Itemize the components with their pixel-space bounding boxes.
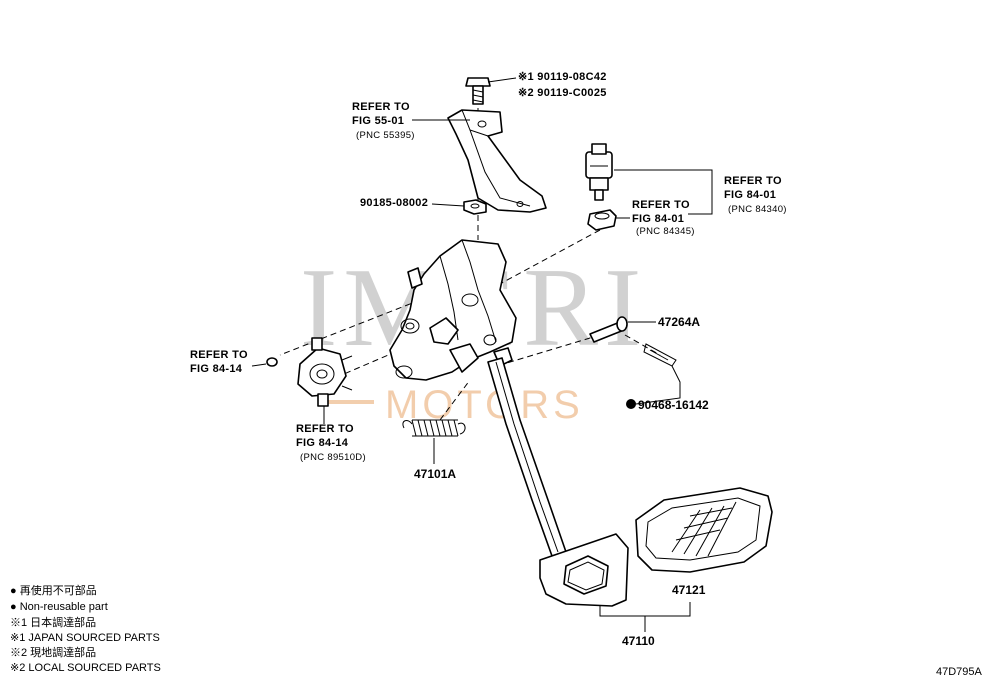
label-refer-8414-left-1: REFER TO: [190, 349, 248, 361]
legend-line-5: ※2 現地調達部品: [10, 645, 96, 659]
label-47121: 47121: [672, 583, 706, 597]
bolt-icon[interactable]: [465, 77, 491, 105]
non-reusable-marker-icon: [626, 399, 636, 409]
label-nut-90185: 90185-08002: [360, 197, 428, 209]
label-refer-55-pnc: (PNC 55395): [356, 130, 415, 141]
stroke-sensor-icon[interactable]: [297, 337, 353, 407]
label-refer-84340-1: REFER TO: [724, 175, 782, 187]
upper-bracket-icon[interactable]: [447, 109, 547, 213]
label-refer-84345-2: FIG 84-01: [632, 213, 684, 225]
label-top-bolt-2: ※2 90119-C0025: [518, 87, 607, 99]
legend-line-6: ※2 LOCAL SOURCED PARTS: [10, 662, 161, 674]
label-refer-8414-sensor-2: FIG 84-14: [296, 437, 349, 449]
label-47101A: 47101A: [414, 467, 456, 481]
legend-line-4: ※1 JAPAN SOURCED PARTS: [10, 632, 160, 644]
label-refer-8414-sensor-1: REFER TO: [296, 423, 354, 435]
pedal-pad-base-icon[interactable]: [539, 533, 629, 607]
diagram-code: 47D795A: [936, 666, 983, 678]
clip-icon[interactable]: [643, 343, 677, 367]
label-refer-84340-2: FIG 84-01: [724, 189, 776, 201]
grommet-icon[interactable]: [587, 209, 617, 231]
watermark-line-left: [318, 400, 374, 404]
label-47110: 47110: [622, 634, 655, 648]
washer-icon[interactable]: [266, 357, 278, 367]
label-refer-55-2: FIG 55-01: [352, 115, 404, 127]
nut-icon[interactable]: [463, 199, 487, 215]
label-refer-84345-pnc: (PNC 84345): [636, 226, 695, 237]
legend-line-2: ● Non-reusable part: [10, 601, 108, 613]
label-refer-8414-sensor-pnc: (PNC 89510D): [300, 452, 366, 463]
label-refer-55-1: REFER TO: [352, 101, 410, 113]
pin-icon[interactable]: [589, 316, 628, 343]
return-spring-icon[interactable]: [402, 419, 466, 437]
pedal-pad-rubber-icon[interactable]: [635, 487, 773, 573]
label-refer-84345-1: REFER TO: [632, 199, 690, 211]
label-47264A: 47264A: [658, 315, 700, 329]
label-top-bolt-1: ※1 90119-08C42: [518, 71, 607, 83]
label-refer-84340-pnc: (PNC 84340): [728, 204, 787, 215]
label-90468: 90468-16142: [638, 398, 709, 412]
label-refer-8414-left-2: FIG 84-14: [190, 363, 243, 375]
pedal-support-bracket-icon[interactable]: [389, 239, 517, 381]
legend-line-1: ● 再使用不可部品: [10, 583, 97, 597]
stop-lamp-switch-icon[interactable]: [585, 143, 613, 201]
legend-line-3: ※1 日本調達部品: [10, 615, 96, 629]
